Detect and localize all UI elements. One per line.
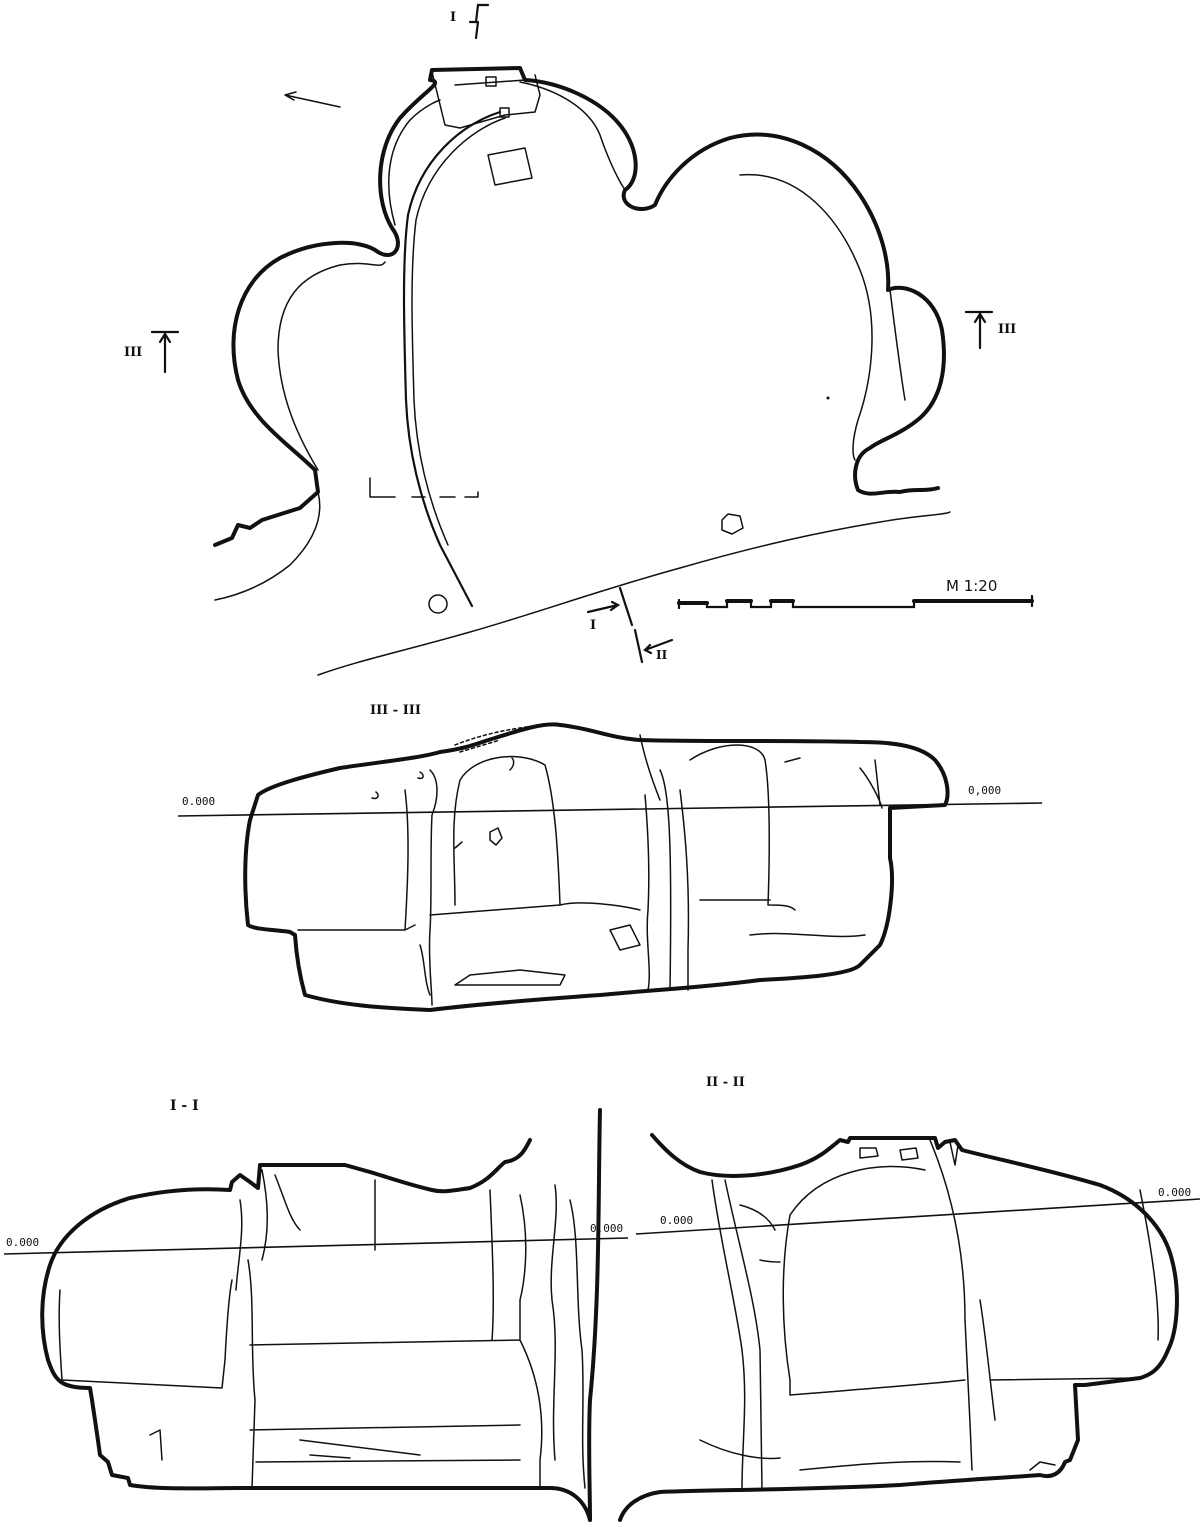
section-iii-top-debris bbox=[454, 724, 546, 753]
plan-small-stone bbox=[721, 513, 744, 535]
section-ii-level-right: 0.000 bbox=[1158, 1186, 1192, 1199]
plan-dot bbox=[826, 396, 830, 400]
plan-top-niche bbox=[431, 71, 541, 129]
scale-label: M 1:20 bbox=[946, 577, 998, 595]
north-arrow-icon bbox=[284, 91, 341, 108]
section-i-level-right: 0.000 bbox=[590, 1222, 624, 1235]
section-iii-small-marks bbox=[371, 757, 801, 849]
plan-small-stone bbox=[428, 594, 448, 614]
section-iii-outline bbox=[243, 722, 950, 1012]
plan-drain-channel bbox=[402, 110, 502, 608]
plan-stone bbox=[485, 76, 497, 87]
section-i-view bbox=[3, 1108, 629, 1522]
section-ii-view bbox=[618, 1133, 1200, 1522]
plan-ground-line bbox=[317, 511, 951, 676]
section-i-title: I - I bbox=[170, 1098, 199, 1114]
plan-drain-channel-inner bbox=[411, 117, 506, 546]
section-i-inner-lines bbox=[58, 1169, 586, 1489]
section-ii-inner-lines bbox=[699, 1139, 1160, 1491]
section-iii-view bbox=[177, 722, 1043, 1012]
section-mark-bottom-2-label: II bbox=[656, 648, 668, 662]
section-ii-title: II - II bbox=[706, 1075, 745, 1090]
section-mark-bottom-1-label: I bbox=[590, 618, 597, 633]
section-mark-top-label: I bbox=[450, 10, 457, 25]
section-i-outline bbox=[40, 1108, 602, 1522]
plan-dashed-marker bbox=[369, 477, 479, 498]
section-mark-top-icon bbox=[468, 3, 490, 40]
section-ii-level-left: 0.000 bbox=[660, 1214, 694, 1227]
section-iii-title: III - III bbox=[370, 703, 421, 718]
section-iii-level-left: 0.000 bbox=[182, 795, 216, 808]
section-i-level-line bbox=[3, 1237, 629, 1255]
plan-view bbox=[150, 3, 1034, 676]
section-iii-level-right: 0,000 bbox=[968, 784, 1002, 797]
section-mark-right-label: III bbox=[998, 322, 1017, 337]
section-iii-inner-lines bbox=[297, 734, 883, 1006]
section-mark-right-icon bbox=[964, 310, 994, 350]
plan-left-low-line bbox=[214, 491, 321, 601]
section-mark-left-icon bbox=[150, 330, 180, 374]
section-mark-bottom-icon bbox=[586, 586, 674, 664]
section-ii-outline bbox=[618, 1133, 1179, 1522]
section-ii-level-line bbox=[635, 1198, 1200, 1235]
plan-outer-contour bbox=[213, 66, 946, 547]
plan-inner-contour bbox=[277, 81, 906, 471]
scale-bar bbox=[677, 594, 1034, 610]
section-i-level-left: 0.000 bbox=[6, 1236, 40, 1249]
plan-block bbox=[487, 147, 533, 186]
section-iii-level-line bbox=[177, 802, 1043, 817]
section-mark-left-label: III bbox=[124, 345, 143, 360]
